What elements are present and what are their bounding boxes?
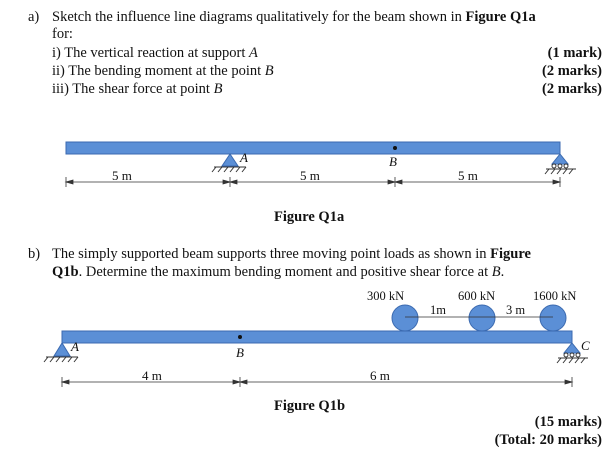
part-a-item-3-var: B xyxy=(213,81,223,97)
part-a-intro: Sketch the influence line diagrams quali… xyxy=(52,9,536,26)
dimension-line-q1a xyxy=(64,177,562,187)
part-a-figure-ref: Figure Q1a xyxy=(465,9,536,25)
part-a-item-3: iii) The shear force at point B xyxy=(52,81,222,98)
part-b-line-1: The simply supported beam supports three… xyxy=(52,246,531,263)
roller-support-right-q1a xyxy=(544,153,576,175)
part-a-intro-end: for: xyxy=(52,26,73,42)
part-b-figure-ref-2: Q1b xyxy=(52,264,79,280)
part-a-intro-text: Sketch the influence line diagrams quali… xyxy=(52,9,462,25)
beam-q1a xyxy=(65,141,561,155)
part-b-figure-ref: Figure xyxy=(490,246,531,262)
part-a-item-3-text: iii) The shear force at point xyxy=(52,81,214,97)
part-b-line-2-var: B xyxy=(491,264,501,280)
load-circle-1600kn xyxy=(539,304,567,332)
figure-q1a-caption: Figure Q1a xyxy=(274,209,345,225)
part-b-letter: b) xyxy=(28,246,41,262)
spacing-label-3m: 3 m xyxy=(506,303,526,317)
load-label-1600kn: 1600 kN xyxy=(533,289,577,303)
part-a-letter: a) xyxy=(28,9,40,25)
part-a-item-1-text: i) The vertical reaction at support xyxy=(52,45,250,61)
point-b-marker-q1a xyxy=(393,146,397,150)
point-b-label-q1b: B xyxy=(236,345,244,360)
load-circle-600kn xyxy=(468,304,496,332)
dim-q1b-1: 4 m xyxy=(142,368,162,383)
part-a-item-1: i) The vertical reaction at support A xyxy=(52,45,258,62)
part-a-item-2-text: ii) The bending moment at the point xyxy=(52,63,265,79)
part-b-line-2-text: . Determine the maximum bending moment a… xyxy=(78,264,489,280)
part-b-line-2: Q1b. Determine the maximum bending momen… xyxy=(52,264,504,281)
part-b-line-1-text: The simply supported beam supports three… xyxy=(52,246,487,262)
part-a-item-2: ii) The bending moment at the point B xyxy=(52,63,274,80)
part-a-item-1-var: A xyxy=(249,45,258,61)
part-a-item-1-marks: (1 mark) xyxy=(547,45,602,61)
total-marks: (Total: 20 marks) xyxy=(494,432,602,448)
support-a-q1b xyxy=(43,342,79,363)
part-a-item-3-marks: (2 marks) xyxy=(541,81,602,97)
point-b-label-q1a: B xyxy=(389,154,397,169)
support-a-q1a xyxy=(211,153,247,173)
support-a-label-q1b: A xyxy=(71,339,79,354)
load-label-600kn: 600 kN xyxy=(458,289,496,303)
dim-q1a-1: 5 m xyxy=(112,168,132,183)
roller-support-c-q1b xyxy=(556,342,588,364)
part-a-item-2-marks: (2 marks) xyxy=(541,63,602,79)
part-b-line-2-end: . xyxy=(500,264,505,280)
spacing-label-1m: 1m xyxy=(430,303,446,317)
part-b-marks: (15 marks) xyxy=(534,414,602,430)
dim-q1a-2: 5 m xyxy=(300,168,320,183)
support-a-label-q1a: A xyxy=(240,150,248,165)
load-label-300kn: 300 kN xyxy=(367,289,405,303)
dim-q1a-3: 5 m xyxy=(458,168,478,183)
point-b-marker-q1b xyxy=(238,335,242,339)
support-c-label-q1b: C xyxy=(581,338,590,353)
dimension-line-q1b xyxy=(60,377,574,387)
dim-q1b-2: 6 m xyxy=(370,368,390,383)
load-circle-300kn xyxy=(391,304,419,332)
part-a-item-2-var: B xyxy=(264,63,274,79)
figure-q1b-caption: Figure Q1b xyxy=(274,398,346,414)
beam-q1b xyxy=(61,330,573,344)
